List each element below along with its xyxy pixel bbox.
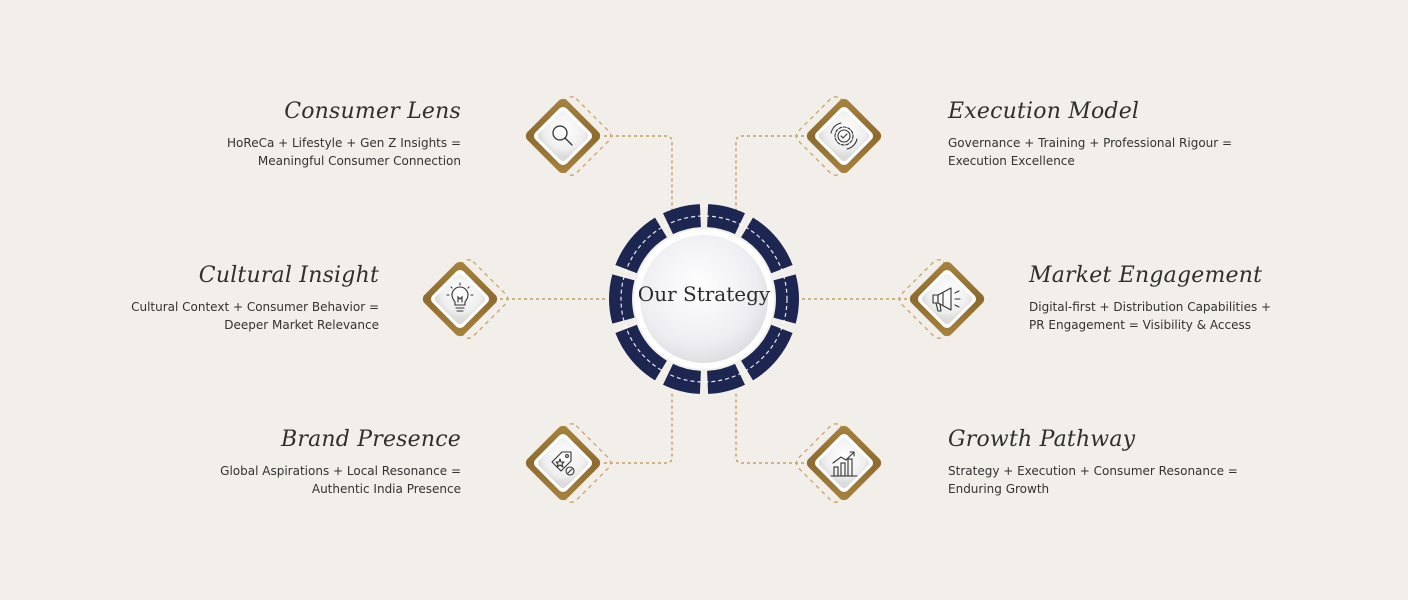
desc-line: Digital-first + Distribution Capabilitie… [1029, 300, 1272, 314]
gear-check-icon [830, 122, 858, 150]
desc-line: Meaningful Consumer Connection [257, 154, 461, 168]
ring-segment [773, 274, 799, 324]
connector-lines [500, 135, 908, 464]
desc-line: Authentic India Presence [311, 482, 461, 496]
center-ring [609, 204, 799, 394]
desc-line: HoReCa + Lifestyle + Gen Z Insights = [227, 136, 461, 150]
desc-line: Governance + Training + Professional Rig… [948, 136, 1233, 150]
ring-segment [663, 363, 701, 394]
desc-growth-pathway: Strategy + Execution + Consumer Resonanc… [948, 462, 1288, 498]
diamond-growth-pathway [795, 423, 882, 503]
ring-segment [663, 204, 701, 235]
desc-line: Deeper Market Relevance [224, 318, 379, 332]
desc-execution-model: Governance + Training + Professional Rig… [948, 134, 1288, 170]
title-cultural-insight: Cultural Insight [198, 263, 379, 288]
title-execution-model: Execution Model [948, 99, 1140, 124]
diamond-execution-model [795, 96, 882, 176]
connector-growth-pathway [735, 392, 804, 464]
diamond-cultural-insight [422, 259, 509, 339]
title-consumer-lens: Consumer Lens [284, 99, 461, 124]
desc-line: Cultural Context + Consumer Behavior = [131, 300, 379, 314]
ring-segment [609, 274, 635, 324]
desc-line: Enduring Growth [948, 482, 1050, 496]
center-disc [640, 235, 768, 363]
connector-consumer-lens [604, 135, 673, 210]
desc-line: Global Aspirations + Local Resonance = [220, 464, 461, 478]
center-label: Our Strategy [637, 282, 771, 306]
title-brand-presence: Brand Presence [280, 427, 461, 452]
ring-segment [707, 204, 745, 235]
desc-cultural-insight: Cultural Context + Consumer Behavior = D… [39, 298, 379, 334]
title-growth-pathway: Growth Pathway [948, 427, 1136, 452]
desc-brand-presence: Global Aspirations + Local Resonance = A… [121, 462, 461, 498]
lightbulb-icon [446, 282, 474, 312]
desc-consumer-lens: HoReCa + Lifestyle + Gen Z Insights = Me… [121, 134, 461, 170]
desc-line: Execution Excellence [948, 154, 1075, 168]
bar-chart-icon [830, 451, 858, 477]
diamond-market-engagement [898, 259, 985, 339]
megaphone-icon [932, 287, 961, 312]
desc-market-engagement: Digital-first + Distribution Capabilitie… [1029, 298, 1369, 334]
diamond-consumer-lens [525, 96, 612, 176]
connector-execution-model [735, 135, 804, 210]
price-tag-icon [551, 451, 575, 476]
magnifier-icon [552, 125, 573, 146]
desc-line: PR Engagement = Visibility & Access [1029, 318, 1251, 332]
connector-brand-presence [604, 392, 673, 464]
ring-segment [615, 324, 667, 381]
title-market-engagement: Market Engagement [1029, 263, 1263, 288]
desc-line: Strategy + Execution + Consumer Resonanc… [948, 464, 1238, 478]
